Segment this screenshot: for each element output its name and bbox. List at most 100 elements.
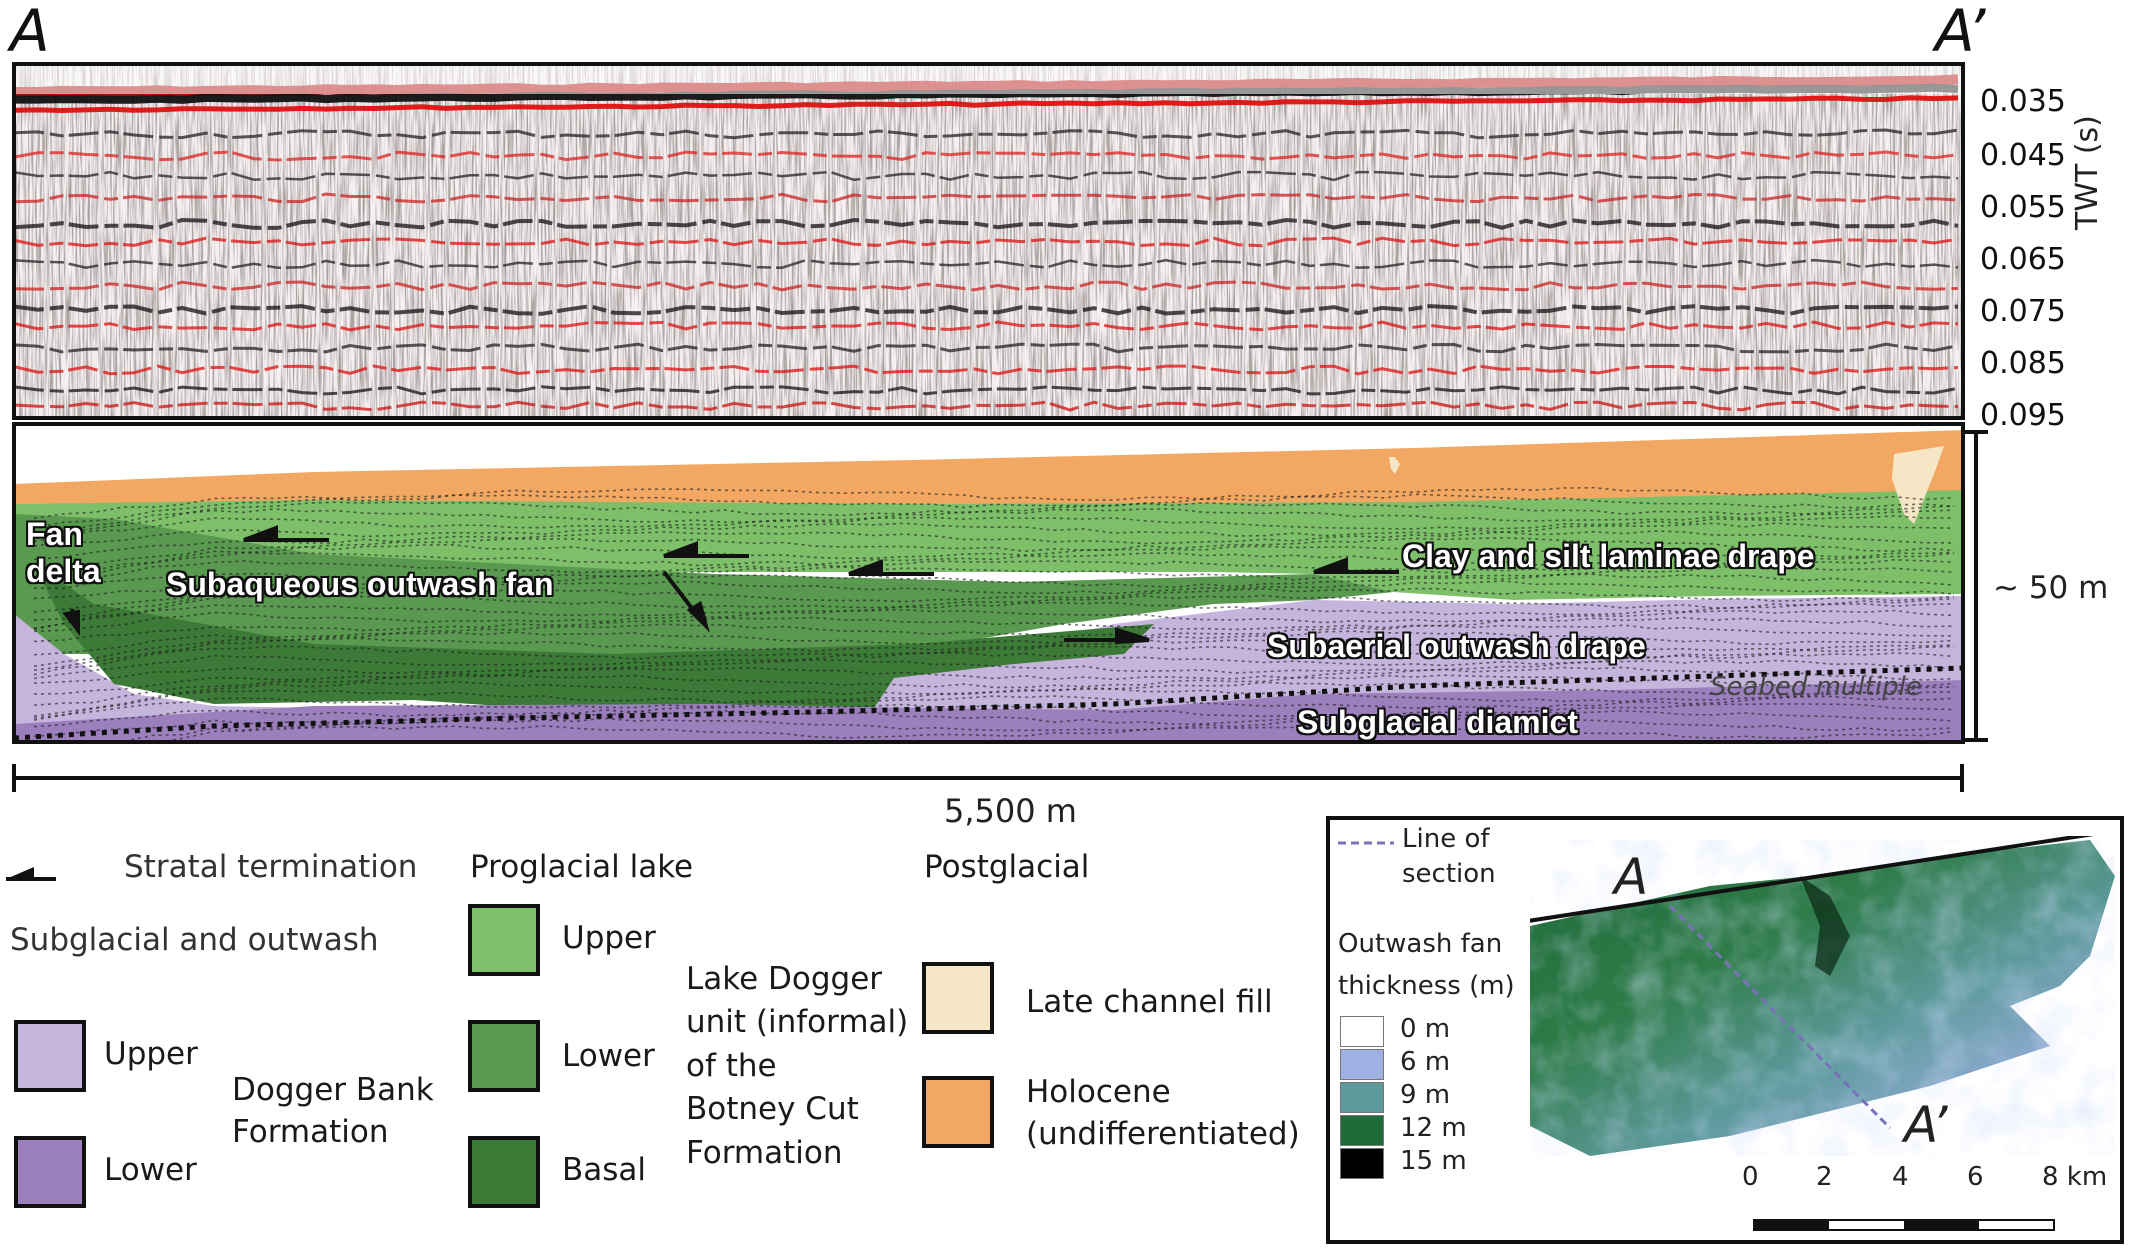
swatch-subglacial-lower bbox=[14, 1136, 86, 1208]
thickness-label: 9 m bbox=[1400, 1080, 1451, 1110]
inset-thickness-map bbox=[1530, 836, 2115, 1156]
stratal-line bbox=[33, 681, 1955, 717]
line-of-section-symbol bbox=[1338, 841, 1394, 845]
legend-lake-upper: Upper bbox=[562, 920, 656, 956]
thickness-label: 12 m bbox=[1400, 1113, 1467, 1143]
clay-drape-label: Clay and silt laminae drape bbox=[1402, 538, 1815, 574]
profile-line bbox=[1530, 836, 2095, 923]
stratal-line bbox=[153, 724, 1955, 742]
section-start-label: A bbox=[10, 0, 50, 65]
twt-axis-label: TWT (s) bbox=[2070, 115, 2105, 230]
swatch-late-channel bbox=[922, 962, 994, 1034]
holocene-unit bbox=[14, 430, 1965, 506]
thickness-swatch bbox=[1340, 1115, 1384, 1146]
stratal-line bbox=[33, 616, 1955, 643]
subaqueous-fan-label: Subaqueous outwash fan bbox=[166, 566, 554, 602]
swatch-lake-upper bbox=[468, 904, 540, 976]
km-tick-label: 0 bbox=[1742, 1162, 1759, 1192]
legend-dogger-bank: Dogger Bank Formation bbox=[232, 1072, 434, 1150]
thickness-label: 0 m bbox=[1400, 1014, 1451, 1044]
seismic-reflector bbox=[14, 304, 1959, 316]
stratal-line bbox=[33, 486, 1955, 519]
km-tick-label: 2 bbox=[1816, 1162, 1833, 1192]
km-tick-label: 4 bbox=[1892, 1162, 1909, 1192]
twt-tick-label: 0.065 bbox=[1980, 242, 2066, 277]
stratal-arrow bbox=[662, 570, 710, 633]
inset-thickness-title: Outwash fan thickness (m) bbox=[1338, 929, 1515, 1001]
lake-upper-unit bbox=[14, 490, 1965, 600]
stratal-arrow bbox=[62, 608, 80, 636]
stratal-line bbox=[33, 493, 1955, 529]
stratal-arrow bbox=[663, 541, 749, 558]
stratal-line bbox=[111, 717, 1955, 742]
stratal-arrow bbox=[1313, 557, 1399, 574]
swatch-holocene bbox=[922, 1076, 994, 1148]
stratal-line bbox=[33, 709, 1955, 738]
twt-tick-label: 0.055 bbox=[1980, 190, 2066, 225]
stratal-line bbox=[33, 601, 1955, 631]
legend-stratal-termination: Stratal termination bbox=[124, 849, 418, 885]
stratal-termination-arrows bbox=[62, 525, 1399, 645]
horizontal-scale-label: 5,500 m bbox=[944, 792, 1077, 830]
seismic-reflector bbox=[14, 236, 1959, 248]
legend-holocene: Holocene (undifferentiated) bbox=[1026, 1074, 1300, 1152]
seismic-reflector bbox=[14, 364, 1959, 376]
diamict-label: Subglacial diamict bbox=[1297, 704, 1578, 740]
stratal-line bbox=[33, 543, 1955, 580]
legend-proglacial-heading: Proglacial lake bbox=[470, 849, 694, 885]
stratal-line bbox=[33, 558, 1955, 584]
stratal-line bbox=[33, 587, 1955, 621]
stratal-line bbox=[33, 630, 1955, 668]
interpretation-panel bbox=[14, 424, 1965, 742]
seismic-reflector bbox=[14, 150, 1959, 162]
twt-tick-label: 0.095 bbox=[1980, 398, 2066, 433]
seismic-reflector bbox=[14, 217, 1959, 230]
seismic-reflector bbox=[14, 320, 1959, 332]
legend-subglacial-upper: Upper bbox=[104, 1036, 198, 1072]
late-channel-fill-large bbox=[1892, 446, 1944, 524]
depth-scale-label: ~ 50 m bbox=[1993, 570, 2109, 606]
lake-lower-unit bbox=[14, 514, 1394, 654]
seismic-reflector bbox=[14, 95, 1959, 114]
swatch-subglacial-upper bbox=[14, 1020, 86, 1092]
stratal-line bbox=[33, 501, 1955, 535]
lake-basal-unit bbox=[34, 564, 1154, 722]
km-tick-label: 6 bbox=[1967, 1162, 1984, 1192]
stratal-arrow bbox=[243, 525, 329, 542]
twt-tick-label: 0.085 bbox=[1980, 346, 2066, 381]
subglacial-lower-unit bbox=[14, 680, 1965, 742]
legend-postglacial-heading: Postglacial bbox=[924, 849, 1090, 885]
thickness-swatch bbox=[1340, 1049, 1384, 1080]
seismic-reflector bbox=[14, 400, 1959, 412]
stratal-line bbox=[33, 537, 1955, 572]
thickness-swatch bbox=[1340, 1148, 1384, 1179]
stratal-termination-symbol bbox=[6, 867, 56, 881]
seismic-reflector bbox=[14, 192, 1959, 204]
stratal-arrow bbox=[1064, 627, 1150, 645]
section-end-label: A’ bbox=[1935, 0, 1986, 65]
seismic-profile-panel bbox=[14, 64, 1965, 420]
stratal-line bbox=[33, 566, 1955, 590]
swatch-lake-basal bbox=[468, 1136, 540, 1208]
legend-subglacial-heading: Subglacial and outwash bbox=[10, 922, 379, 958]
stratal-line bbox=[33, 703, 1955, 728]
stratal-line bbox=[33, 651, 1955, 680]
stratal-line bbox=[33, 580, 1955, 613]
horizontal-scale-bar bbox=[12, 764, 1964, 792]
legend-lake-lower: Lower bbox=[562, 1038, 655, 1074]
twt-tick-label: 0.045 bbox=[1980, 138, 2066, 173]
line-of-section bbox=[1668, 904, 1892, 1130]
thick-channel-feature bbox=[1800, 876, 1850, 976]
thickness-swatch bbox=[1340, 1082, 1384, 1113]
km-tick-label: 8 km bbox=[2042, 1162, 2108, 1192]
twt-tick-label: 0.035 bbox=[1980, 84, 2066, 119]
inset-start-label: A bbox=[1614, 848, 1649, 906]
legend-lake-dogger: Lake Dogger unit (informal) of the Botne… bbox=[686, 961, 909, 1171]
stratal-line bbox=[33, 637, 1955, 671]
inset-scale-bar bbox=[1753, 1219, 2055, 1231]
stratal-line bbox=[33, 551, 1955, 584]
subaerial-drape-label: Subaerial outwash drape bbox=[1267, 628, 1646, 664]
stratal-line bbox=[33, 659, 1955, 684]
seismic-reflector bbox=[14, 258, 1959, 270]
twt-tick-label: 0.075 bbox=[1980, 294, 2066, 329]
